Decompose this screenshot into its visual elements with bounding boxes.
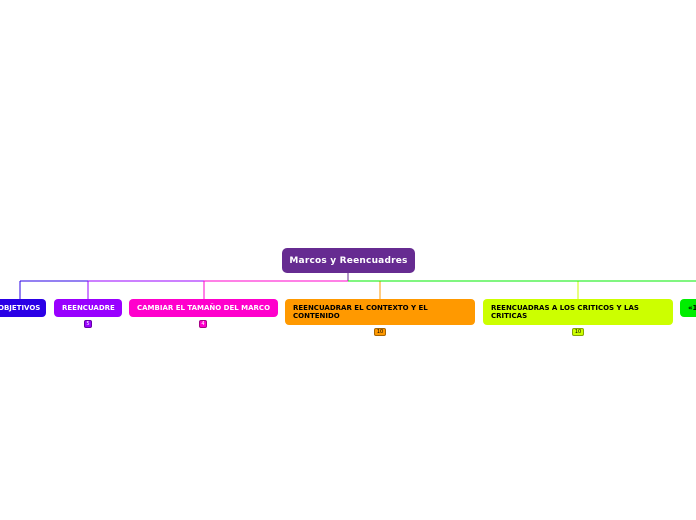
central-topic-label: Marcos y Reencuadres (289, 255, 408, 266)
topic-cambiar-tamano-label: CAMBIAR EL TAMAÑO DEL MARCO (137, 303, 271, 312)
topic-reencuadrar-contexto[interactable]: REENCUADRAR EL CONTEXTO Y EL CONTENIDO (285, 299, 475, 325)
topic-reencuadrar-contexto-label: REENCUADRAR EL CONTEXTO Y EL CONTENIDO (293, 303, 428, 321)
topic-reencuadrar-contexto-count-badge[interactable]: 10 (374, 328, 386, 336)
topic-partial-green[interactable]: «1 (680, 299, 696, 317)
topic-reencuadre[interactable]: REENCUADRE (54, 299, 122, 317)
topic-partial-green-label: «1 (688, 303, 696, 312)
central-topic[interactable]: Marcos y Reencuadres (282, 248, 415, 273)
topic-cambiar-tamano[interactable]: CAMBIAR EL TAMAÑO DEL MARCO (129, 299, 278, 317)
topic-reencuadre-label: REENCUADRE (62, 303, 115, 312)
topic-cambiar-tamano-count-badge[interactable]: 4 (199, 320, 207, 328)
topic-reencuadras-criticos[interactable]: REENCUADRAS A LOS CRITICOS Y LAS CRITICA… (483, 299, 673, 325)
topic-objetivos[interactable]: OBJETIVOS (0, 299, 46, 317)
topic-reencuadras-criticos-label: REENCUADRAS A LOS CRITICOS Y LAS CRITICA… (491, 303, 639, 321)
topic-reencuadre-count-badge[interactable]: 5 (84, 320, 92, 328)
topic-reencuadras-criticos-count-badge[interactable]: 10 (572, 328, 584, 336)
topic-objetivos-label: OBJETIVOS (0, 303, 41, 312)
